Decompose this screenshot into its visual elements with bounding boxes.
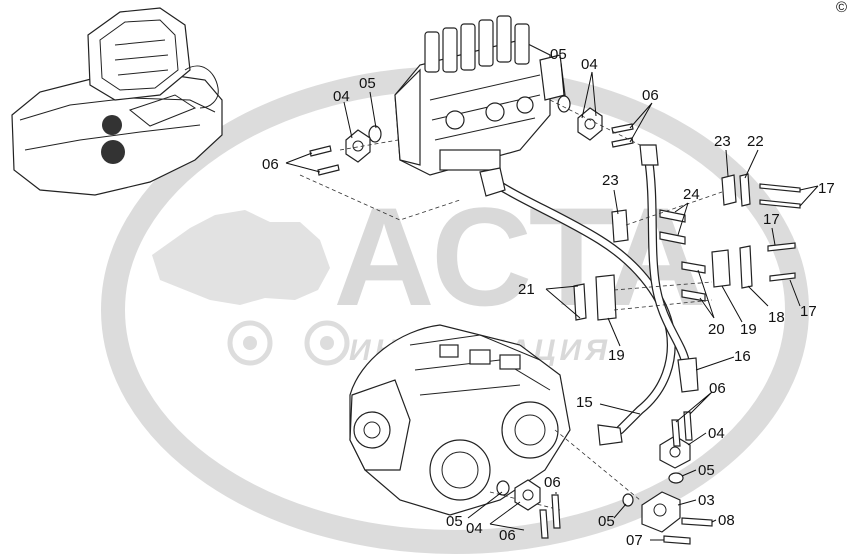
o-ring	[496, 480, 510, 496]
spacer-20	[681, 261, 706, 274]
pump-location-marker	[101, 140, 125, 164]
callout-24: 24	[683, 186, 700, 203]
plate-22	[739, 173, 751, 207]
callout-05: 05	[446, 513, 463, 530]
bolt	[551, 494, 561, 529]
callout-06: 06	[499, 527, 516, 544]
leader-lines	[285, 62, 819, 541]
callout-18: 18	[768, 309, 785, 326]
callout-08: 08	[718, 512, 735, 529]
bolt	[611, 137, 634, 148]
o-ring	[557, 95, 571, 113]
bolt	[539, 509, 549, 539]
clamp-23-lower	[611, 209, 629, 243]
split-flange	[514, 479, 541, 511]
watermark-gear-icon	[227, 320, 273, 366]
adapter-03	[641, 491, 681, 533]
valve-location-marker	[102, 115, 122, 135]
bolt-17	[769, 272, 796, 282]
clamp-23-upper	[721, 174, 737, 206]
plate-18	[739, 245, 753, 289]
machine-overview: ©	[11, 0, 847, 196]
watermark-gear-icon	[304, 320, 350, 366]
corner-mark: ©	[836, 0, 847, 16]
callout-06: 06	[544, 474, 561, 491]
callout-05: 05	[698, 462, 715, 479]
callout-17: 17	[763, 211, 780, 228]
callout-04: 04	[333, 88, 350, 105]
flange-group-lower-left	[496, 479, 561, 539]
main-pump	[349, 324, 641, 516]
callout-05: 05	[550, 46, 567, 63]
watermark-boar-icon	[152, 210, 330, 305]
callout-04: 04	[708, 425, 725, 442]
callout-03: 03	[698, 492, 715, 509]
callout-17: 17	[818, 180, 835, 197]
bolt	[309, 145, 332, 157]
split-flange	[577, 107, 603, 141]
clamp-parts	[573, 173, 801, 321]
control-valve	[394, 15, 566, 176]
callout-21: 21	[518, 281, 535, 298]
bolt	[683, 411, 693, 441]
callout-23: 23	[602, 172, 619, 189]
callout-06: 06	[709, 380, 726, 397]
bolt	[317, 164, 340, 176]
callout-05: 05	[359, 75, 376, 92]
callout-04: 04	[581, 56, 598, 73]
hoses	[479, 144, 699, 446]
callout-17: 17	[800, 303, 817, 320]
callout-16: 16	[734, 348, 751, 365]
fitting-assembly-lower-right	[622, 411, 713, 545]
spacer-24	[659, 209, 686, 223]
callout-06: 06	[642, 87, 659, 104]
callout-07: 07	[626, 532, 643, 549]
callout-22: 22	[747, 133, 764, 150]
callout-15: 15	[576, 394, 593, 411]
callouts: 05 04 06 05 04 06 23 22 17 23 24 17 21 2…	[262, 46, 835, 549]
callout-20: 20	[708, 321, 725, 338]
clamp-19-right	[711, 249, 731, 288]
callout-23: 23	[714, 133, 731, 150]
clamp-19-left	[595, 274, 617, 321]
callout-05: 05	[598, 513, 615, 530]
o-ring	[668, 472, 684, 484]
watermark-main-text: АСТА	[333, 178, 706, 335]
bolt-07	[663, 535, 691, 545]
bolt-08	[681, 517, 713, 527]
bolt	[671, 419, 681, 447]
bolt-17	[759, 183, 801, 193]
callout-19: 19	[608, 347, 625, 364]
spacer-24	[659, 231, 686, 245]
callout-06: 06	[262, 156, 279, 173]
operator-cab	[87, 7, 191, 101]
bolt-17	[767, 242, 796, 252]
callout-04: 04	[466, 520, 483, 537]
split-flange	[345, 129, 371, 163]
callout-19: 19	[740, 321, 757, 338]
bolt-17	[759, 199, 801, 209]
o-ring	[622, 493, 634, 507]
o-ring	[368, 125, 382, 143]
plate-21	[573, 283, 587, 321]
bolt	[611, 123, 634, 134]
